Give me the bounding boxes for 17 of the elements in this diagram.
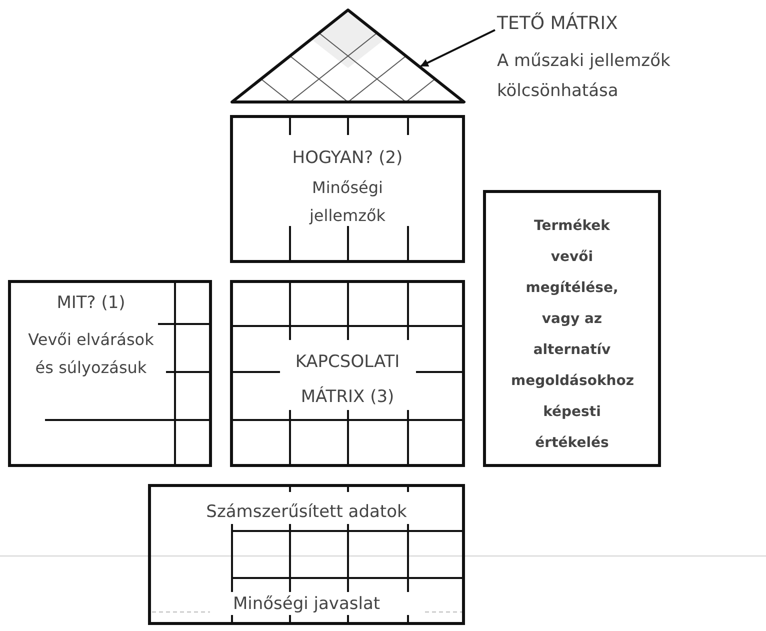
box-footer-text: Minőségi javaslat [232,593,382,615]
box-body-text: Termékek vevői megítélése, vagy az alternatív megoldásokhoz képesti értékelés [511,217,633,453]
box-body-text: Vevői elvárások és súlyozásuk [27,329,155,379]
matrix-title: TETŐ MÁTRIX [497,12,619,35]
roof-matrix-triangle [230,8,466,104]
quantified-data-box [148,484,465,625]
what-box [8,280,212,467]
arrow [420,29,496,67]
box-heading: Számszerűsített adatok [205,501,408,523]
box-heading: KAPCSOLATI MÁTRIX (3) [294,351,401,409]
box-body-text: Minőségi jellemzők [308,177,387,227]
matrix-description: A műszaki jellemzők kölcsönhatása [497,50,672,103]
evaluation-box [483,190,661,467]
box-heading: HOGYAN? (2) [291,147,404,169]
how-box [230,115,465,263]
relationship-matrix-box [230,280,465,467]
box-heading: MIT? (1) [56,292,126,314]
